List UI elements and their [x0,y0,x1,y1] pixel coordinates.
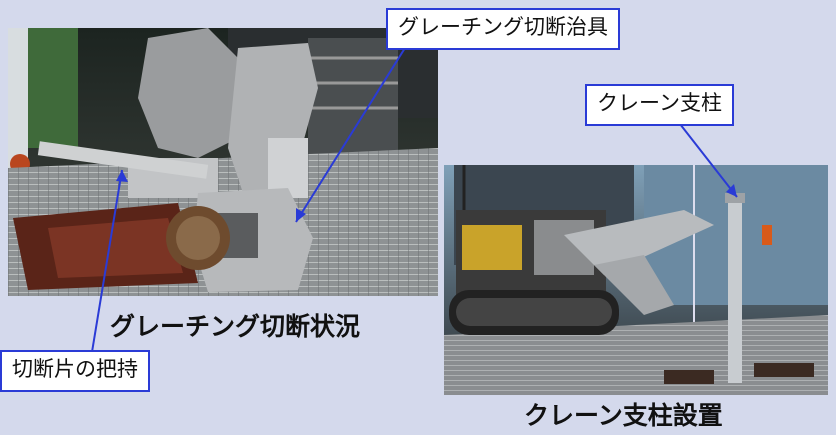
photo-grating-cutting-image [8,28,438,296]
caption-grating-cutting-status: グレーチング切断状況 [110,312,361,341]
photo-grating-cutting [8,28,438,296]
caption-crane-post-installation: クレーン支柱設置 [524,401,723,430]
photo-crane-post [444,165,828,395]
photo-crane-post-image [444,165,828,395]
callout-gripping-cut-piece: 切断片の把持 [0,350,150,392]
callout-grating-cutting-jig: グレーチング切断治具 [386,8,620,50]
callout-crane-post: クレーン支柱 [585,84,734,126]
